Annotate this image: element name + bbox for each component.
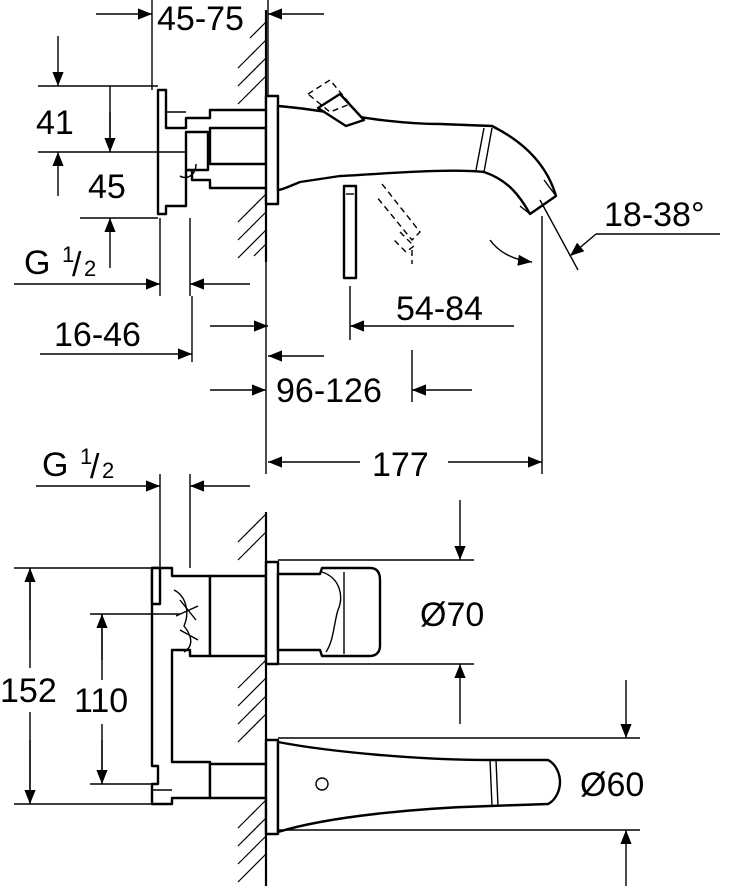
dim-54-84-label: 54-84 bbox=[396, 290, 483, 328]
dim-177: 177 bbox=[268, 216, 543, 484]
dim-110-label: 110 bbox=[74, 682, 128, 720]
dim-thread-top: G 1 / 2 bbox=[14, 218, 250, 296]
thread-bottom-slash: / bbox=[90, 448, 100, 486]
rosette-plate-side bbox=[264, 94, 280, 206]
dim-152: 152 bbox=[0, 567, 152, 805]
thread-top-label: G bbox=[24, 244, 50, 282]
dim-41-45: 41 45 bbox=[36, 36, 186, 268]
plan-view: G 1 / 2 Ø70 152 bbox=[0, 444, 644, 886]
dim-45-75: 45-75 bbox=[96, 0, 324, 96]
dim-16-46-label: 16-46 bbox=[54, 316, 141, 354]
handle-alternate-positions bbox=[306, 79, 421, 264]
dim-177-label: 177 bbox=[372, 446, 429, 484]
thread-bottom-sup: 1 bbox=[80, 444, 92, 469]
dim-diameter-60: Ø60 bbox=[278, 680, 644, 886]
spout-side bbox=[276, 104, 558, 216]
dim-45-75-label: 45-75 bbox=[157, 0, 244, 38]
wall-hatching-bottom bbox=[237, 512, 268, 886]
dim-16-46: 16-46 bbox=[40, 296, 268, 362]
thread-top-sup: 1 bbox=[62, 242, 74, 267]
dim-96-126: 96-126 bbox=[210, 262, 472, 474]
handle-side bbox=[316, 92, 366, 280]
angle-label: 18-38° bbox=[604, 196, 705, 234]
side-view: 45-75 41 45 G 1 / 2 bbox=[14, 0, 720, 484]
dim-110: 110 bbox=[74, 613, 180, 785]
dim-96-126-label: 96-126 bbox=[276, 372, 382, 410]
dim-diameter-70: Ø70 bbox=[278, 500, 484, 724]
thread-top-sub: 2 bbox=[84, 256, 96, 281]
dim-41-label: 41 bbox=[36, 104, 74, 142]
rosette-spout-plan bbox=[264, 738, 280, 836]
dim-54-84: 54-84 bbox=[349, 286, 514, 340]
concealed-body-side bbox=[156, 88, 270, 216]
dim-152-label: 152 bbox=[0, 672, 57, 710]
spout-plan bbox=[276, 740, 562, 834]
dim-diameter-70-label: Ø70 bbox=[420, 596, 484, 634]
thread-bottom-label: G bbox=[42, 446, 68, 484]
rosette-handle-plan bbox=[264, 560, 280, 666]
dim-diameter-60-label: Ø60 bbox=[580, 766, 644, 804]
concealed-body-plan bbox=[150, 566, 268, 806]
dim-thread-bottom: G 1 / 2 bbox=[36, 444, 250, 568]
thread-bottom-sub: 2 bbox=[102, 458, 114, 483]
handle-plan bbox=[276, 566, 382, 658]
dim-45-label: 45 bbox=[88, 168, 126, 206]
dim-angle: 18-38° bbox=[489, 196, 720, 271]
thread-top-slash: / bbox=[72, 246, 82, 284]
